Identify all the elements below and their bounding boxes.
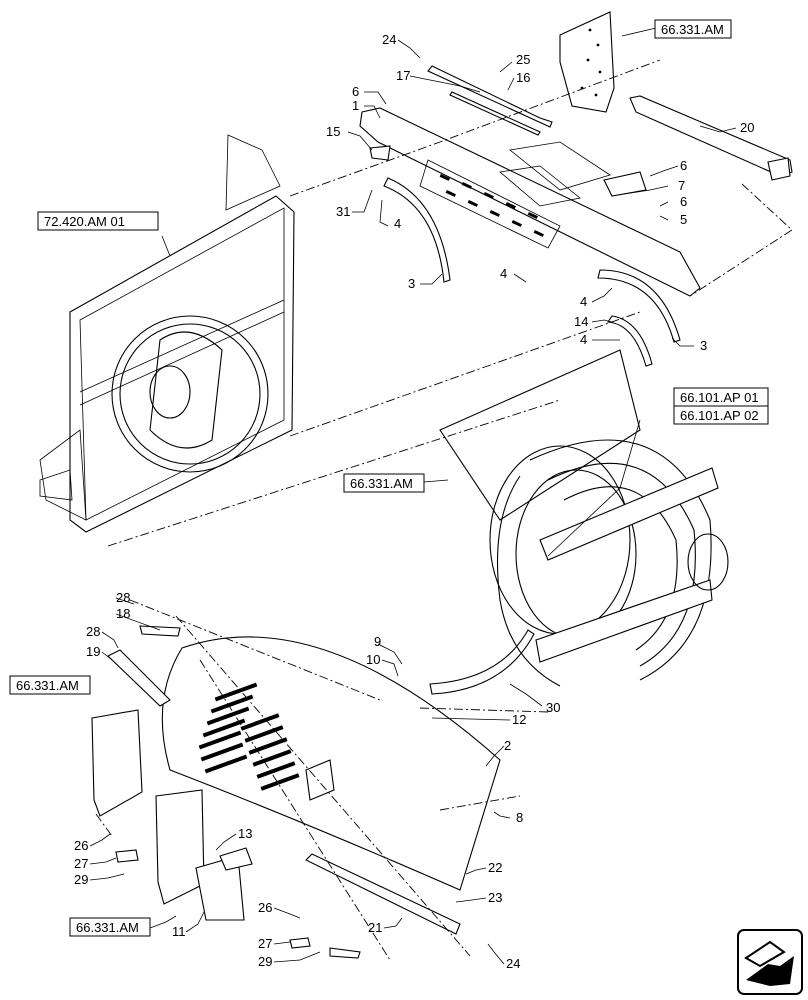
callout-3b: 3 xyxy=(700,338,707,353)
callout-12: 12 xyxy=(512,712,526,727)
svg-text:72.420.AM 01: 72.420.AM 01 xyxy=(44,214,125,229)
bracket-7 xyxy=(603,171,647,197)
svg-text:66.101.AP 01: 66.101.AP 01 xyxy=(680,390,759,405)
ref-box-rotor-1[interactable]: 66.101.AP 01 xyxy=(673,387,769,407)
svg-text:66.331.AM: 66.331.AM xyxy=(76,920,139,935)
ref-box-left-frame[interactable]: 72.420.AM 01 xyxy=(37,211,159,231)
callout-8: 8 xyxy=(516,810,523,825)
svg-text:66.101.AP 02: 66.101.AP 02 xyxy=(680,408,759,423)
callout-24b: 24 xyxy=(506,956,520,971)
callout-22: 22 xyxy=(488,860,502,875)
callout-28a: 28 xyxy=(116,590,130,605)
side-plate-left xyxy=(91,709,143,817)
callout-20: 20 xyxy=(740,120,754,135)
nav-arrow-icon[interactable] xyxy=(737,929,803,995)
callout-4b: 4 xyxy=(500,266,507,281)
side-plate-lower xyxy=(155,789,205,905)
callout-3a: 3 xyxy=(408,276,415,291)
svg-text:66.331.AM: 66.331.AM xyxy=(16,678,79,693)
alignment-lines xyxy=(95,59,793,961)
callout-31: 31 xyxy=(336,204,350,219)
svg-text:66.331.AM: 66.331.AM xyxy=(350,476,413,491)
callout-17: 17 xyxy=(396,68,410,83)
svg-text:66.331.AM: 66.331.AM xyxy=(661,22,724,37)
callout-14: 14 xyxy=(574,314,588,329)
callout-10: 10 xyxy=(366,652,380,667)
callout-numbers: 24 25 17 16 6 1 15 31 4 3 4 6 7 6 5 20 4… xyxy=(74,32,754,971)
curved-strip-3b xyxy=(597,269,681,343)
callout-4a: 4 xyxy=(394,216,401,231)
callout-11: 11 xyxy=(172,924,186,939)
callout-25: 25 xyxy=(516,52,530,67)
leader-lines xyxy=(89,27,737,965)
side-plate-top-right xyxy=(559,11,615,113)
callout-28b: 28 xyxy=(86,624,100,639)
callout-26a: 26 xyxy=(74,838,88,853)
ref-box-mid[interactable]: 66.331.AM xyxy=(343,473,425,493)
callout-18: 18 xyxy=(116,606,130,621)
callout-24a: 24 xyxy=(382,32,396,47)
callout-19: 19 xyxy=(86,644,100,659)
support-bar-20 xyxy=(629,95,793,181)
curved-strip-3a xyxy=(383,177,451,283)
callout-6c: 6 xyxy=(680,194,687,209)
callout-27a: 27 xyxy=(74,856,88,871)
strip-19 xyxy=(107,649,171,707)
ref-box-left-side[interactable]: 66.331.AM xyxy=(9,675,91,695)
top-cover-plate xyxy=(359,107,701,297)
curved-strip-30 xyxy=(429,629,535,695)
callout-4d: 4 xyxy=(580,332,587,347)
callout-27b: 27 xyxy=(258,936,272,951)
strip-18 xyxy=(139,625,181,637)
bracket-13 xyxy=(219,847,253,871)
strip-16 xyxy=(427,65,553,136)
callout-29a: 29 xyxy=(74,872,88,887)
callout-23: 23 xyxy=(488,890,502,905)
plate-27b xyxy=(289,937,311,949)
callout-29b: 29 xyxy=(258,954,272,969)
callout-2: 2 xyxy=(504,738,511,753)
callout-13: 13 xyxy=(238,826,252,841)
callout-7: 7 xyxy=(678,178,685,193)
concave-cover-2 xyxy=(161,636,501,891)
ref-box-rotor-2[interactable]: 66.101.AP 02 xyxy=(673,405,769,425)
bracket-15 xyxy=(369,145,391,161)
callout-15: 15 xyxy=(326,124,340,139)
callout-5: 5 xyxy=(680,212,687,227)
callout-26b: 26 xyxy=(258,900,272,915)
curved-strip-14 xyxy=(607,315,653,367)
callout-9: 9 xyxy=(374,634,381,649)
rotor-housing-assembly xyxy=(439,349,729,687)
ref-box-top-right[interactable]: 66.331.AM xyxy=(654,19,732,39)
callout-6a: 6 xyxy=(352,84,359,99)
callout-16: 16 xyxy=(516,70,530,85)
left-frame-assembly xyxy=(39,134,295,533)
callout-1: 1 xyxy=(352,98,359,113)
callout-21: 21 xyxy=(368,920,382,935)
callout-4c: 4 xyxy=(580,294,587,309)
plate-27a xyxy=(115,849,139,863)
callout-6b: 6 xyxy=(680,158,687,173)
ref-box-bottom-left[interactable]: 66.331.AM xyxy=(69,917,151,937)
plate-bottom xyxy=(329,947,361,959)
strip-21 xyxy=(305,853,461,935)
callout-30: 30 xyxy=(546,700,560,715)
